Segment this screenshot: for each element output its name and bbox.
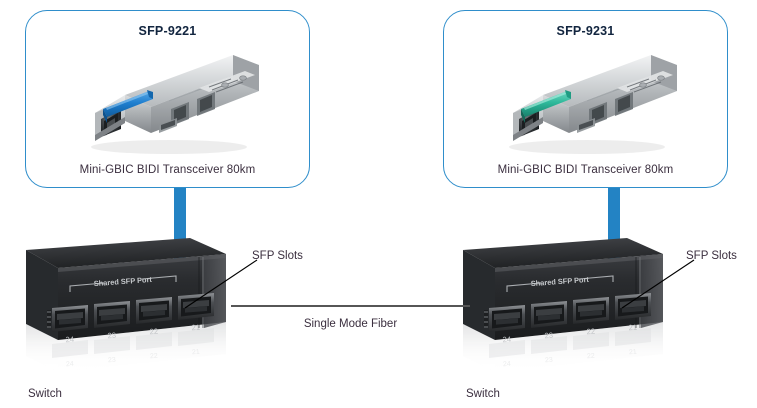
callout-title-left: SFP-9221 [138,24,197,38]
switch-caption-left: Switch [28,388,62,400]
sfp-latch-right [520,91,571,117]
single-mode-fiber-line [231,305,470,307]
svg-text:23: 23 [545,357,553,365]
sfp-cage-21-right [615,293,651,320]
callout-title-right: SFP-9231 [556,24,615,38]
callout-box-sfp-9221: SFP-9221 [25,10,310,188]
sfp-cage-22-left [136,297,172,324]
svg-text:23: 23 [108,357,116,365]
shared-sfp-port-label-right: Shared SFP Port [530,275,589,288]
sfp-cage-22-right [573,297,609,324]
svg-text:24: 24 [66,361,74,369]
single-mode-fiber-label: Single Mode Fiber [303,318,398,330]
sfp-latch-left [102,91,153,117]
sfp-cage-24-right [484,305,525,332]
sfp-cage-21-left [178,293,214,320]
sfp-transceiver-image-left [90,55,259,154]
callout-caption-left: Mini-GBIC BIDI Transceiver 80km [79,164,256,176]
svg-text:22: 22 [150,353,158,361]
svg-text:21: 21 [629,349,637,357]
switch-device-right: Shared SFP Port 24 23 [463,238,663,372]
leader-line-right [621,259,695,309]
sfp-cage-24-left [47,305,88,332]
sfp-slots-label-left: SFP Slots [252,250,303,262]
callout-box-sfp-9231: SFP-9231 [443,10,728,188]
shared-sfp-port-label-left: Shared SFP Port [93,275,152,288]
switch-caption-right: Switch [466,388,500,400]
callout-caption-right: Mini-GBIC BIDI Transceiver 80km [497,164,674,176]
svg-text:24: 24 [503,361,511,369]
switch-device-left: Shared SFP Port 24 23 [26,238,226,372]
leader-line-left [184,259,258,309]
sfp-cage-23-right [531,301,567,328]
sfp-slots-label-right: SFP Slots [686,250,737,262]
sfp-transceiver-image-right [508,55,677,154]
svg-text:22: 22 [587,353,595,361]
sfp-cage-23-left [94,301,130,328]
svg-text:21: 21 [192,349,200,357]
